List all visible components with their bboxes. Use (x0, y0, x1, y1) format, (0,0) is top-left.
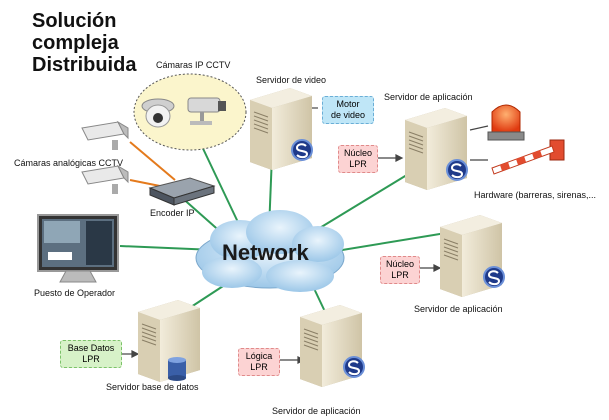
analog-camera-1-icon (81, 120, 129, 150)
video-engine-line1: Motor (336, 99, 360, 109)
lpr-core-top-line1: Núcleo (343, 148, 372, 158)
link-app-server-right (329, 231, 453, 253)
app-server-top-icon (404, 107, 468, 191)
lpr-core-right-line2: LPR (391, 270, 409, 280)
barrier-icon (491, 139, 565, 175)
analog-camera-2-icon (81, 164, 129, 194)
operator-label: Puesto de Operador (34, 288, 116, 298)
app-server-right-label: Servidor de aplicación (414, 304, 503, 314)
lpr-db-line1: Base Datos (67, 343, 115, 353)
lpr-logic-line1: Lógica (245, 351, 273, 361)
lpr-core-top-line2: LPR (349, 159, 367, 169)
db-server-label: Servidor base de datos (106, 382, 199, 392)
app-server-bottom-label: Servidor de aplicación (272, 406, 361, 416)
network-label: Network (222, 240, 309, 265)
lpr-db-line2: LPR (82, 354, 100, 364)
video-engine-line2: de video (330, 110, 366, 120)
app-server-right-icon (439, 214, 505, 298)
encoder-label: Encoder IP (150, 208, 195, 218)
encoder-device-icon (148, 177, 216, 206)
video-server-label: Servidor de video (256, 75, 327, 85)
link-analog-camera-2 (129, 179, 161, 187)
ip-cameras (133, 73, 247, 151)
database-cylinder-icon (168, 357, 186, 381)
link-analog-camera-1 (129, 141, 176, 181)
network-cloud (195, 210, 345, 292)
analog-cameras-label: Cámaras analógicas CCTV (14, 158, 124, 168)
app-server-bottom-icon (299, 304, 365, 388)
page-title: Solución compleja Distribuida (32, 10, 137, 76)
hardware-label: Hardware (barreras, sirenas,... (474, 190, 597, 200)
box-camera-icon (187, 97, 226, 125)
ip-cameras-label: Cámaras IP CCTV (156, 60, 231, 70)
lpr-core-right-line1: Núcleo (385, 259, 414, 269)
operator-monitor-icon (37, 214, 119, 283)
app-server-top-label: Servidor de aplicación (384, 92, 473, 102)
siren-icon (487, 104, 525, 141)
dome-camera-icon (141, 98, 175, 128)
video-server-icon (249, 87, 313, 171)
lpr-logic-line2: LPR (250, 362, 268, 372)
